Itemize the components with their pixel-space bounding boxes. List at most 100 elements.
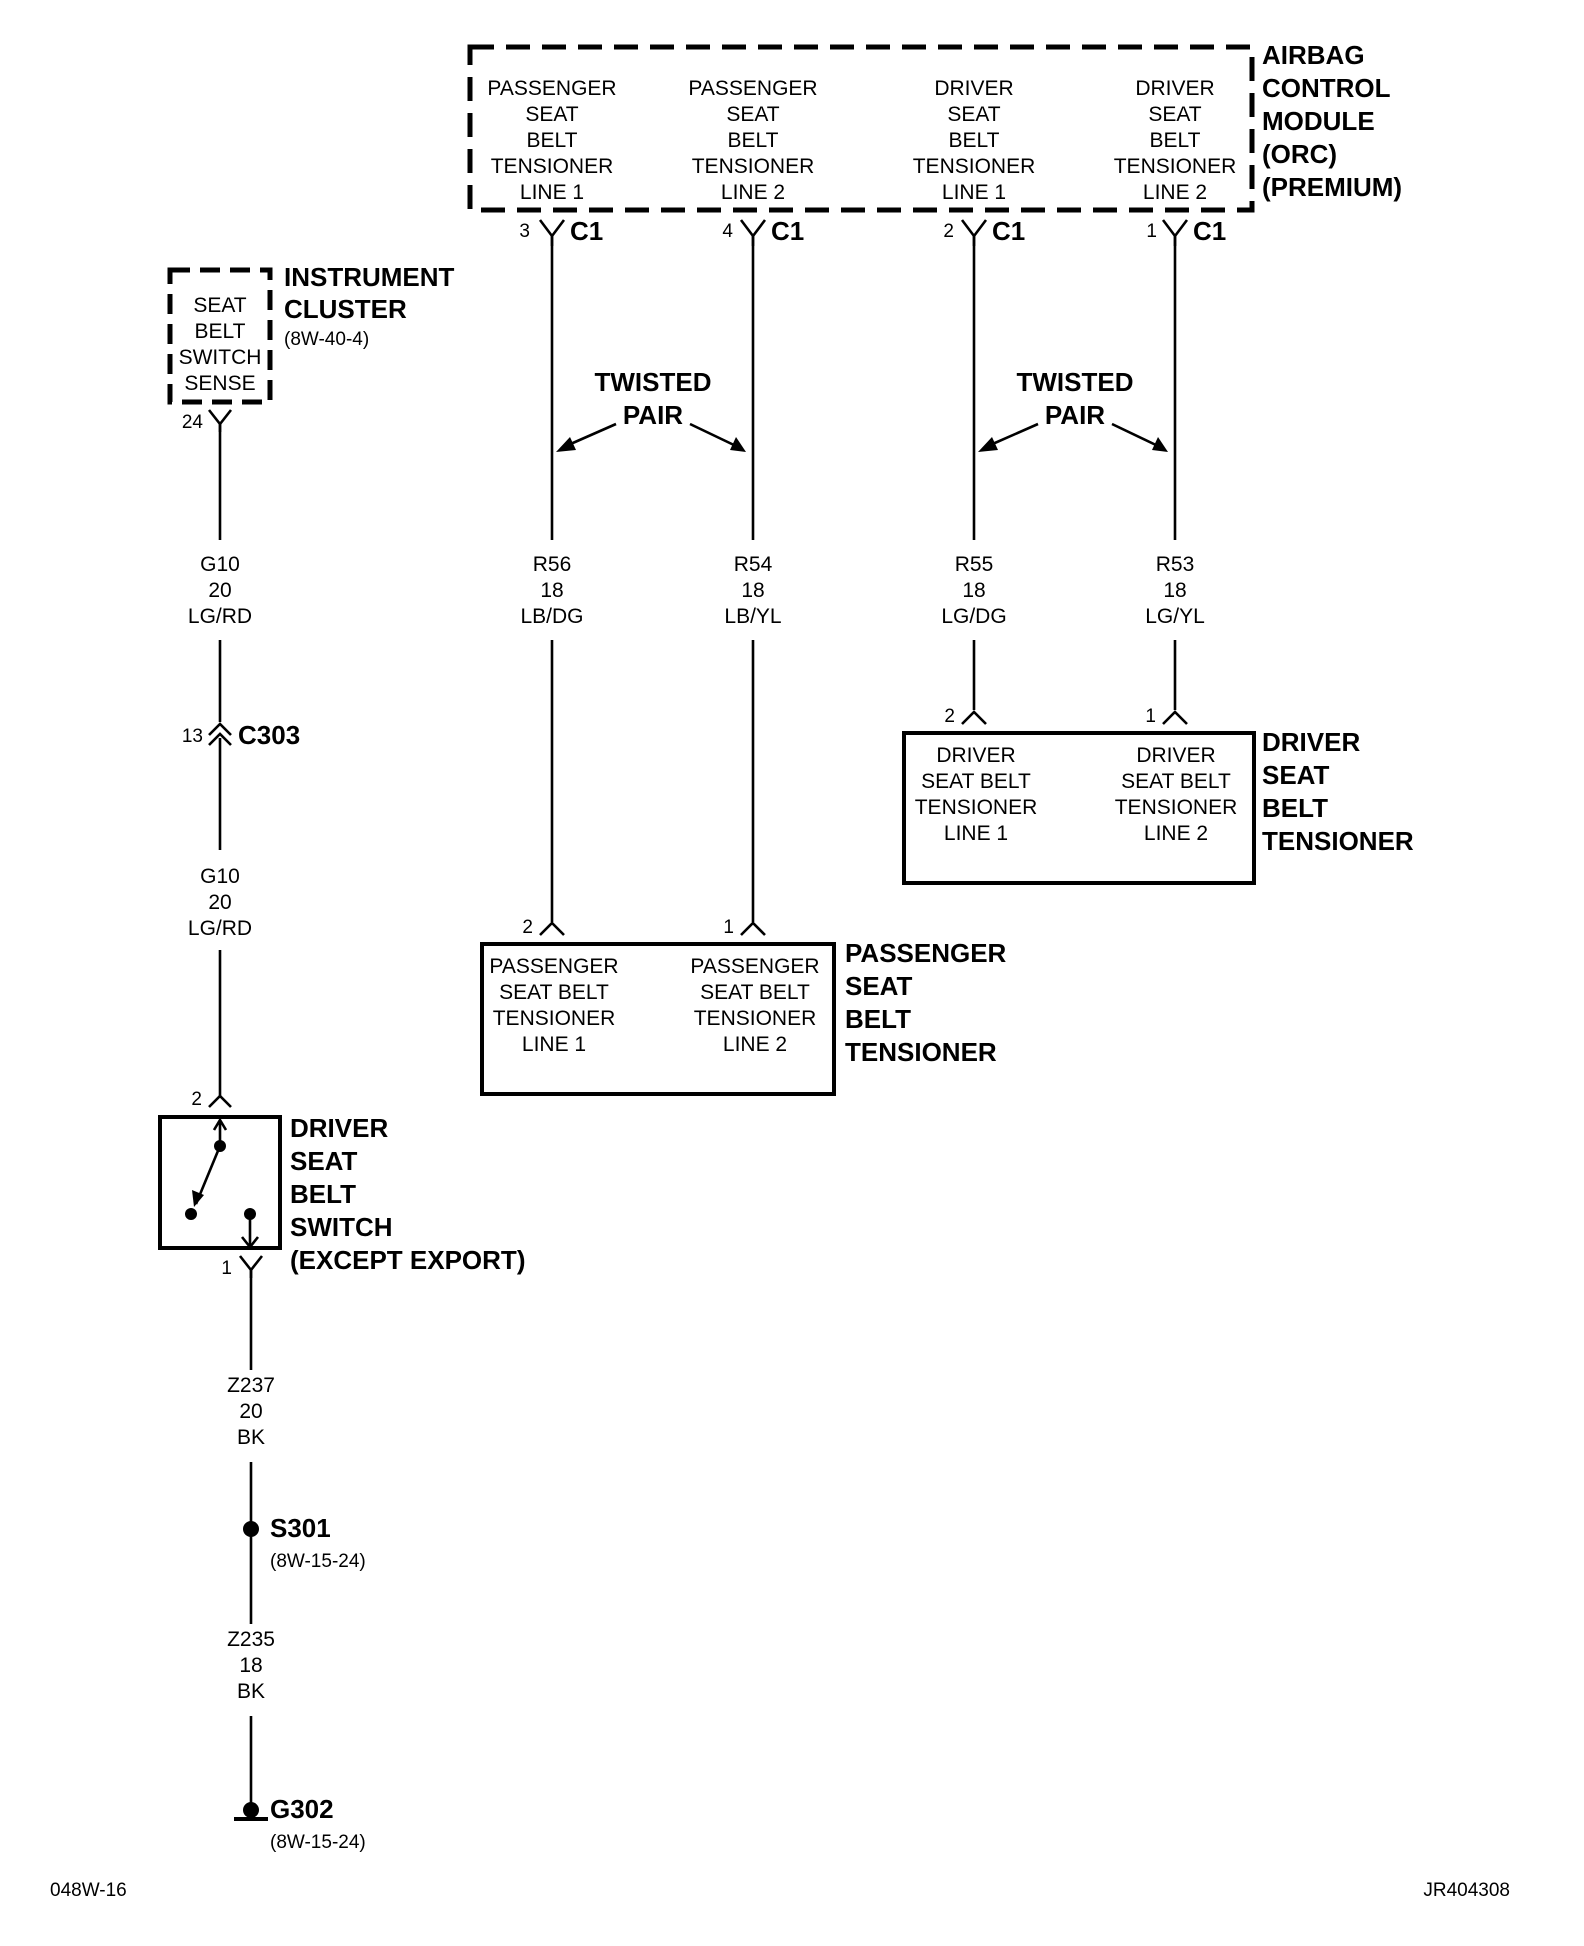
twisted-label: TWISTED bbox=[595, 367, 712, 397]
twisted-label: PAIR bbox=[623, 400, 683, 430]
airbag-module-box bbox=[467, 44, 1255, 213]
wire-label-r53: R53 18 LG/YL bbox=[1145, 553, 1205, 628]
pin-icon bbox=[1162, 710, 1188, 725]
circuit-label: LINE 1 bbox=[522, 1033, 586, 1056]
pin-number: 24 bbox=[182, 412, 204, 433]
circuit-label: LINE 1 bbox=[520, 181, 584, 204]
circuit-label: TENSIONER bbox=[493, 1007, 616, 1030]
passenger-tensioner-pins: 2 1 bbox=[522, 917, 766, 938]
circuit-label: DRIVER bbox=[1136, 744, 1215, 767]
title-line: BELT bbox=[845, 1004, 911, 1034]
circuit-label: SENSE bbox=[184, 372, 255, 395]
connector-name: C1 bbox=[771, 216, 804, 246]
wire-code: R56 bbox=[533, 553, 572, 576]
arrow-line bbox=[565, 422, 617, 448]
instrument-cluster-circuit: SEAT BELT SWITCH SENSE bbox=[179, 294, 262, 395]
wire-label-z235: Z235 18 BK bbox=[227, 1628, 275, 1703]
arrowhead-icon bbox=[1152, 437, 1168, 452]
arrowhead-icon bbox=[556, 437, 576, 452]
ground-name: G302 bbox=[270, 1794, 334, 1824]
circuit-label: DRIVER bbox=[936, 744, 1015, 767]
pin-icon bbox=[208, 1094, 232, 1108]
double-chevron-icon bbox=[208, 722, 232, 746]
circuit-label: TENSIONER bbox=[913, 155, 1036, 178]
wire-color: BK bbox=[237, 1426, 265, 1449]
wire-label-r55: R55 18 LG/DG bbox=[941, 553, 1006, 628]
pin-number: 2 bbox=[944, 706, 955, 727]
circuit-label: TENSIONER bbox=[694, 1007, 817, 1030]
title-line: INSTRUMENT bbox=[284, 262, 455, 292]
wire-code: Z237 bbox=[227, 1374, 275, 1397]
title-line: SEAT bbox=[290, 1146, 358, 1176]
circuit-label: BELT bbox=[1150, 129, 1201, 152]
title-line: SWITCH bbox=[290, 1212, 393, 1242]
title-line: (EXCEPT EXPORT) bbox=[290, 1245, 525, 1275]
wire-gauge: 18 bbox=[1163, 579, 1186, 602]
wire-gauge: 20 bbox=[208, 891, 231, 914]
module-pin-3: 3 C1 bbox=[519, 216, 603, 246]
pin-number: 2 bbox=[522, 917, 533, 938]
wire-color: LG/RD bbox=[188, 605, 252, 628]
circuit-label: LINE 2 bbox=[721, 181, 785, 204]
wire-code: R53 bbox=[1156, 553, 1195, 576]
circuit-label: PASSENGER bbox=[489, 955, 618, 978]
wire-label-r54: R54 18 LB/YL bbox=[724, 553, 781, 628]
connector-c303: 13 C303 bbox=[182, 720, 300, 750]
circuit-label: SEAT BELT bbox=[700, 981, 810, 1004]
pin-number: 1 bbox=[1146, 221, 1157, 242]
switch-icon bbox=[185, 1117, 260, 1250]
ground-g302: G302 (8W-15-24) bbox=[234, 1794, 366, 1853]
wire-label-z237: Z237 20 BK bbox=[227, 1374, 275, 1449]
title-line: SEAT bbox=[845, 971, 913, 1001]
module-circuit-passenger-line2: PASSENGER SEAT BELT TENSIONER LINE 2 bbox=[688, 77, 817, 204]
page-reference: (8W-40-4) bbox=[284, 329, 369, 350]
pin-icon bbox=[539, 921, 565, 936]
circuit-label: TENSIONER bbox=[692, 155, 815, 178]
arrow-line bbox=[987, 422, 1039, 448]
pin-number: 1 bbox=[1145, 706, 1156, 727]
circuit-label: TENSIONER bbox=[915, 796, 1038, 819]
instrument-cluster-pin: 24 bbox=[182, 409, 233, 433]
circuit-label: SEAT BELT bbox=[499, 981, 609, 1004]
passenger-tensioner-box bbox=[480, 942, 836, 1096]
connector-name: C303 bbox=[238, 720, 300, 750]
pin-icon bbox=[961, 710, 987, 725]
ground-icon bbox=[243, 1802, 259, 1818]
pin-number: 1 bbox=[221, 1258, 232, 1279]
pin-number: 4 bbox=[722, 221, 733, 242]
twisted-pair-driver: TWISTED PAIR bbox=[978, 367, 1168, 452]
arrowhead-icon bbox=[730, 437, 746, 452]
instrument-cluster-box bbox=[167, 267, 273, 405]
wire-code: G10 bbox=[200, 865, 240, 888]
passenger-tensioner-title: PASSENGER SEAT BELT TENSIONER bbox=[845, 938, 1007, 1067]
seat-belt-switch-pin-top: 2 bbox=[191, 1089, 232, 1110]
twisted-pair-passenger: TWISTED PAIR bbox=[556, 367, 746, 452]
wire-gauge: 20 bbox=[239, 1400, 262, 1423]
circuit-label: PASSENGER bbox=[487, 77, 616, 100]
driver-tensioner-title: DRIVER SEAT BELT TENSIONER bbox=[1262, 727, 1414, 856]
connector-name: C1 bbox=[992, 216, 1025, 246]
title-line: BELT bbox=[290, 1179, 356, 1209]
wire-code: R55 bbox=[955, 553, 994, 576]
circuit-label: PASSENGER bbox=[688, 77, 817, 100]
connector-name: C1 bbox=[570, 216, 603, 246]
wire-gauge: 18 bbox=[962, 579, 985, 602]
twisted-label: TWISTED bbox=[1017, 367, 1134, 397]
circuit-label: SEAT BELT bbox=[1121, 770, 1231, 793]
airbag-title-line: (PREMIUM) bbox=[1262, 172, 1402, 202]
seat-belt-switch-box bbox=[158, 1115, 282, 1250]
title-line: TENSIONER bbox=[1262, 826, 1414, 856]
airbag-title-line: AIRBAG bbox=[1262, 40, 1365, 70]
circuit-label: SEAT bbox=[193, 294, 246, 317]
wire-gauge: 18 bbox=[239, 1654, 262, 1677]
passenger-tensioner-circuit-2: PASSENGER SEAT BELT TENSIONER LINE 2 bbox=[690, 955, 819, 1056]
figure-code-right: JR404308 bbox=[1423, 1880, 1510, 1901]
driver-tensioner-pins: 2 1 bbox=[944, 706, 1188, 727]
airbag-title-line: (ORC) bbox=[1262, 139, 1337, 169]
circuit-label: DRIVER bbox=[1135, 77, 1214, 100]
splice-name: S301 bbox=[270, 1513, 331, 1543]
circuit-label: BELT bbox=[195, 320, 246, 343]
circuit-label: TENSIONER bbox=[1115, 796, 1238, 819]
wire-color: LG/YL bbox=[1145, 605, 1205, 628]
